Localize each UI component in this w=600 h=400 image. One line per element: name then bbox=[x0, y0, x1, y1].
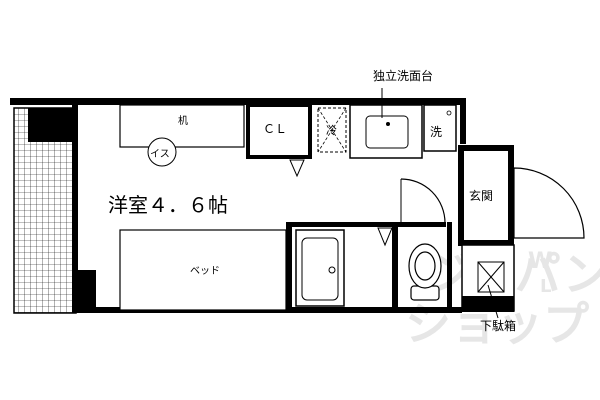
vanity-drain bbox=[386, 122, 390, 126]
toilet bbox=[408, 243, 442, 301]
bathtub-drain bbox=[328, 266, 336, 274]
entrance-door-swing bbox=[513, 167, 585, 239]
shoe-box-label: 下駄箱 bbox=[480, 318, 516, 333]
room-label: 洋室４．６帖 bbox=[108, 193, 228, 217]
closet-label: ＣＬ bbox=[263, 122, 287, 136]
watermark-mark-small: L bbox=[540, 276, 551, 297]
fridge-label: 冷 bbox=[326, 124, 337, 137]
entrance-label: 玄関 bbox=[469, 188, 493, 203]
watermark-mark: W bbox=[528, 249, 552, 274]
fridge-cross-2 bbox=[317, 107, 347, 153]
entrance-walls bbox=[458, 145, 515, 312]
bathroom-door-swing bbox=[400, 178, 446, 224]
chair-label: イス bbox=[150, 149, 170, 160]
washer-label: 洗 bbox=[430, 125, 442, 139]
shoe-box-leader bbox=[487, 284, 499, 319]
bath-door-marker bbox=[377, 227, 393, 247]
bathtub-inner bbox=[301, 237, 339, 301]
balcony bbox=[13, 107, 77, 314]
closet bbox=[246, 103, 312, 159]
bed-label: ベッド bbox=[190, 265, 220, 277]
bed bbox=[119, 229, 287, 311]
shoe-box bbox=[477, 261, 505, 293]
vanity-basin bbox=[365, 115, 409, 149]
washer-tap bbox=[446, 110, 452, 116]
closet-door-marker bbox=[289, 159, 305, 178]
vanity-label: 独立洗面台 bbox=[373, 68, 433, 83]
desk-label: 机 bbox=[178, 114, 188, 127]
desk bbox=[119, 104, 245, 148]
chair bbox=[147, 137, 177, 167]
balcony-wall-top bbox=[28, 108, 76, 142]
